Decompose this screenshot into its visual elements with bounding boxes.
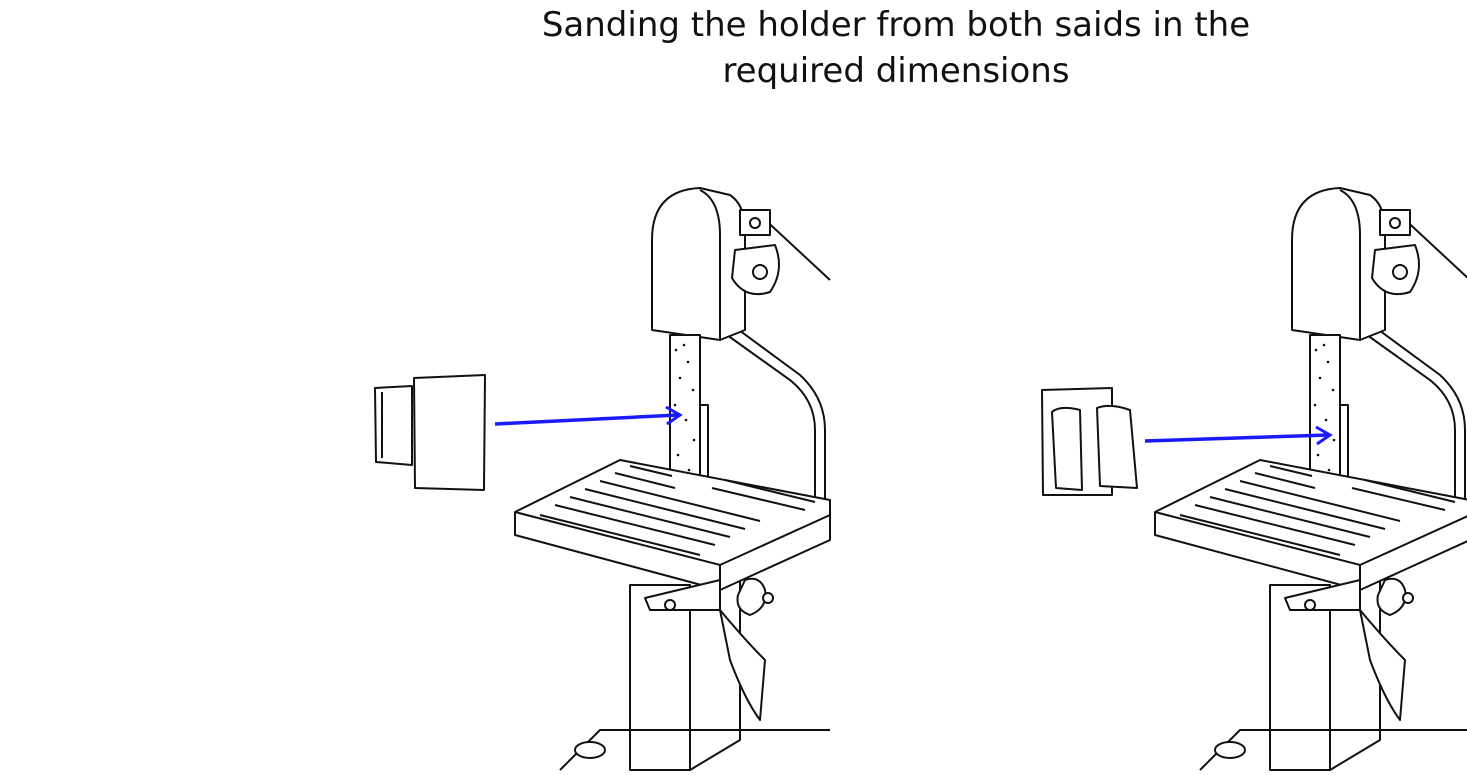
instruction-title: Sanding the holder from both saids in th… (541, 5, 1251, 91)
direction-arrow-right (1144, 425, 1333, 446)
belt-sander-left (514, 187, 831, 771)
holder-part-left (374, 374, 486, 491)
holder-part-right (1041, 387, 1138, 496)
direction-arrow-left (494, 405, 683, 426)
belt-sander-right (1154, 187, 1467, 771)
